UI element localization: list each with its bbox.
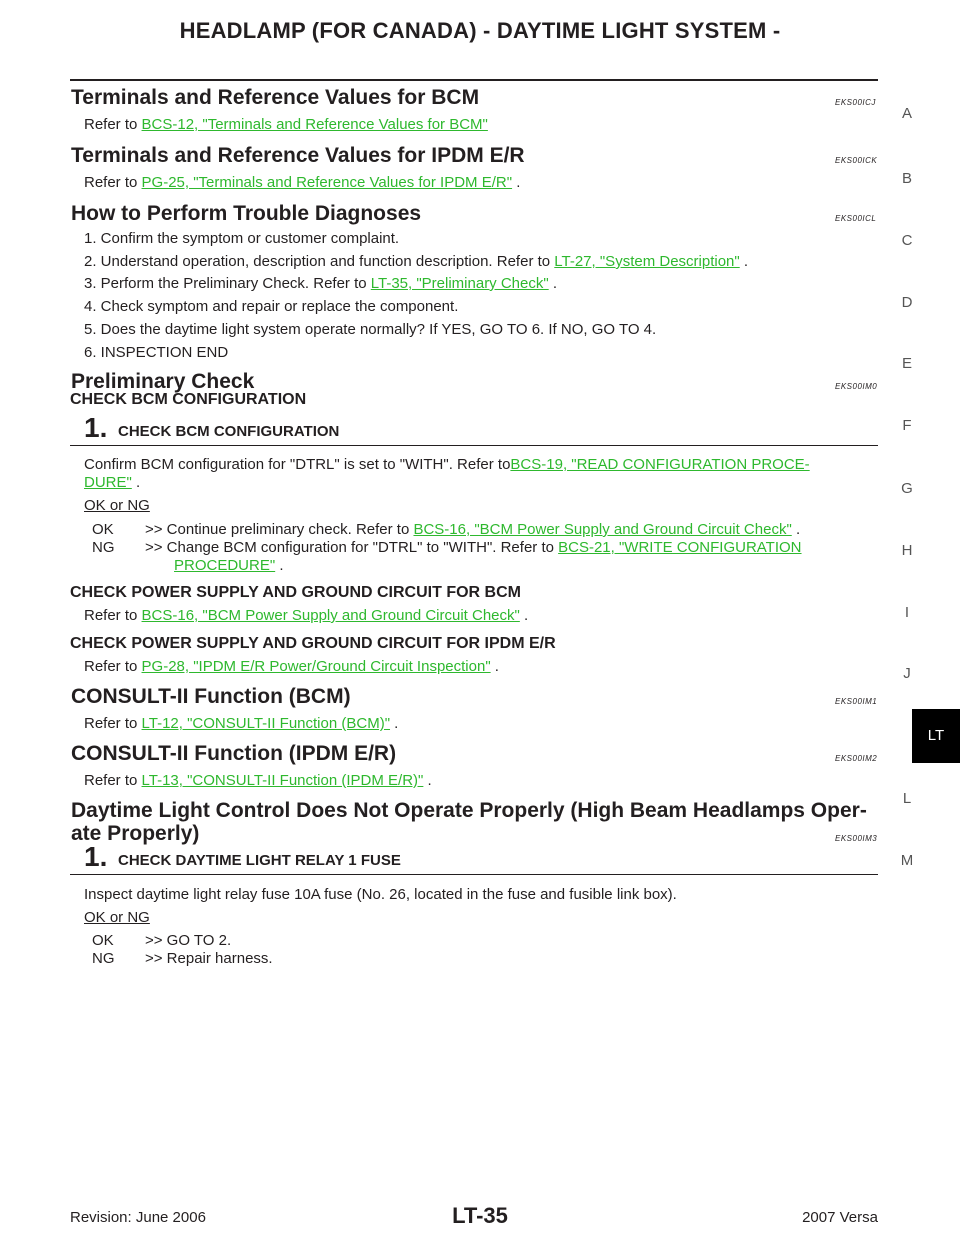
section-title-ipdm-terminals: Terminals and Reference Values for IPDM … [71, 144, 525, 167]
section-code: EKS00ICK [835, 156, 878, 165]
reference-text: Refer to LT-13, "CONSULT-II Function (IP… [84, 772, 432, 789]
ok-label: OK [92, 521, 114, 538]
side-index-a[interactable]: A [901, 105, 912, 122]
step-body: Confirm BCM configuration for "DTRL" is … [84, 456, 810, 473]
step-body: Inspect daytime light relay fuse 10A fus… [84, 886, 677, 903]
lt-13-link[interactable]: LT-13, "CONSULT-II Function (IPDM E/R)" [141, 772, 424, 789]
step-title: CHECK BCM CONFIGURATION [118, 423, 340, 440]
bcs-12-link[interactable]: BCS-12, "Terminals and Reference Values … [141, 116, 488, 133]
section-code: EKS00IM3 [835, 834, 878, 843]
page-header-title: HEADLAMP (FOR CANADA) - DAYTIME LIGHT SY… [179, 18, 781, 43]
lt-12-link[interactable]: LT-12, "CONSULT-II Function (BCM)" [141, 715, 391, 732]
reference-text: Refer to BCS-16, "BCM Power Supply and G… [84, 607, 529, 624]
subheading: CHECK POWER SUPPLY AND GROUND CIRCUIT FO… [70, 635, 556, 652]
footer-model: 2007 Versa [802, 1209, 878, 1226]
side-index-lt-active-tab[interactable]: LT [912, 709, 960, 763]
ng-label: NG [92, 539, 115, 556]
section-code: EKS00ICL [835, 214, 877, 223]
side-index-b[interactable]: B [901, 170, 912, 187]
reference-text: Refer to BCS-12, "Terminals and Referenc… [84, 116, 488, 133]
ok-label: OK [92, 932, 114, 949]
reference-text: Refer to LT-12, "CONSULT-II Function (BC… [84, 715, 399, 732]
step-divider [70, 445, 878, 446]
subheading: CHECK POWER SUPPLY AND GROUND CIRCUIT FO… [70, 584, 521, 601]
ng-result: >> Change BCM configuration for "DTRL" t… [145, 539, 802, 556]
list-item: 2. Understand operation, description and… [84, 253, 749, 270]
step-number: 1. [84, 412, 108, 443]
reference-text: Refer to PG-25, "Terminals and Reference… [84, 174, 521, 191]
list-item: 4. Check symptom and repair or replace t… [84, 298, 459, 315]
footer-revision: Revision: June 2006 [70, 1209, 206, 1226]
side-index-e[interactable]: E [901, 355, 912, 372]
side-index-j[interactable]: J [903, 665, 911, 682]
list-item: 1. Confirm the symptom or customer compl… [84, 230, 400, 247]
list-item: 5. Does the daytime light system operate… [84, 321, 657, 338]
section-code: EKS00ICJ [835, 98, 876, 107]
bcs-19-link-cont[interactable]: DURE" [84, 474, 132, 491]
ng-result: >> Repair harness. [145, 950, 273, 967]
subheading: CHECK BCM CONFIGURATION [70, 391, 307, 408]
ok-result: >> Continue preliminary check. Refer to … [145, 521, 801, 538]
side-index-i[interactable]: I [904, 604, 910, 621]
bcs-16-link-2[interactable]: BCS-16, "BCM Power Supply and Ground Cir… [141, 607, 520, 624]
step-body-cont: DURE" . [84, 474, 141, 491]
section-code: EKS00IM1 [835, 697, 878, 706]
step-title: CHECK DAYTIME LIGHT RELAY 1 FUSE [118, 852, 401, 869]
side-index-c[interactable]: C [901, 232, 913, 249]
side-index-g[interactable]: G [901, 480, 913, 497]
ng-result-cont: PROCEDURE" . [174, 557, 284, 574]
step-divider [70, 874, 878, 875]
ok-result: >> GO TO 2. [145, 932, 232, 949]
ng-label: NG [92, 950, 115, 967]
side-index-f[interactable]: F [902, 417, 912, 434]
section-title-daytime-light-control-cont: ate Properly) [71, 822, 200, 845]
lt-35-link[interactable]: LT-35, "Preliminary Check" [370, 275, 549, 292]
footer-page-number: LT-35 [452, 1203, 508, 1228]
list-item: 3. Perform the Preliminary Check. Refer … [84, 275, 558, 292]
section-code: EKS00IM0 [835, 382, 878, 391]
header-divider [70, 79, 878, 81]
step-number: 1. [84, 841, 108, 872]
bcs-19-link[interactable]: BCS-19, "READ CONFIGURATION PROCE- [510, 456, 810, 473]
reference-text: Refer to PG-28, "IPDM E/R Power/Ground C… [84, 658, 499, 675]
pg-25-link[interactable]: PG-25, "Terminals and Reference Values f… [141, 174, 513, 191]
list-item: 6. INSPECTION END [84, 344, 229, 361]
side-index-m[interactable]: M [900, 852, 914, 869]
side-index-h[interactable]: H [901, 542, 913, 559]
side-index-l[interactable]: L [902, 790, 912, 807]
section-title-trouble-diagnoses: How to Perform Trouble Diagnoses [71, 202, 422, 225]
ok-ng-label: OK or NG [84, 497, 150, 514]
section-title-bcm-terminals: Terminals and Reference Values for BCM [71, 86, 480, 109]
lt-27-link[interactable]: LT-27, "System Description" [554, 253, 740, 270]
bcs-21-link[interactable]: BCS-21, "WRITE CONFIGURATION [558, 539, 802, 556]
ok-ng-label: OK or NG [84, 909, 150, 926]
bcs-16-link[interactable]: BCS-16, "BCM Power Supply and Ground Cir… [413, 521, 792, 538]
section-code: EKS00IM2 [835, 754, 878, 763]
section-title-daytime-light-control: Daytime Light Control Does Not Operate P… [71, 799, 867, 822]
section-title-consult-bcm: CONSULT-II Function (BCM) [71, 685, 351, 708]
section-title-preliminary-check: Preliminary Check [71, 370, 255, 393]
section-title-consult-ipdm: CONSULT-II Function (IPDM E/R) [71, 742, 397, 765]
pg-28-link[interactable]: PG-28, "IPDM E/R Power/Ground Circuit In… [141, 658, 491, 675]
bcs-21-link-cont[interactable]: PROCEDURE" [174, 557, 276, 574]
side-index-d[interactable]: D [901, 294, 913, 311]
